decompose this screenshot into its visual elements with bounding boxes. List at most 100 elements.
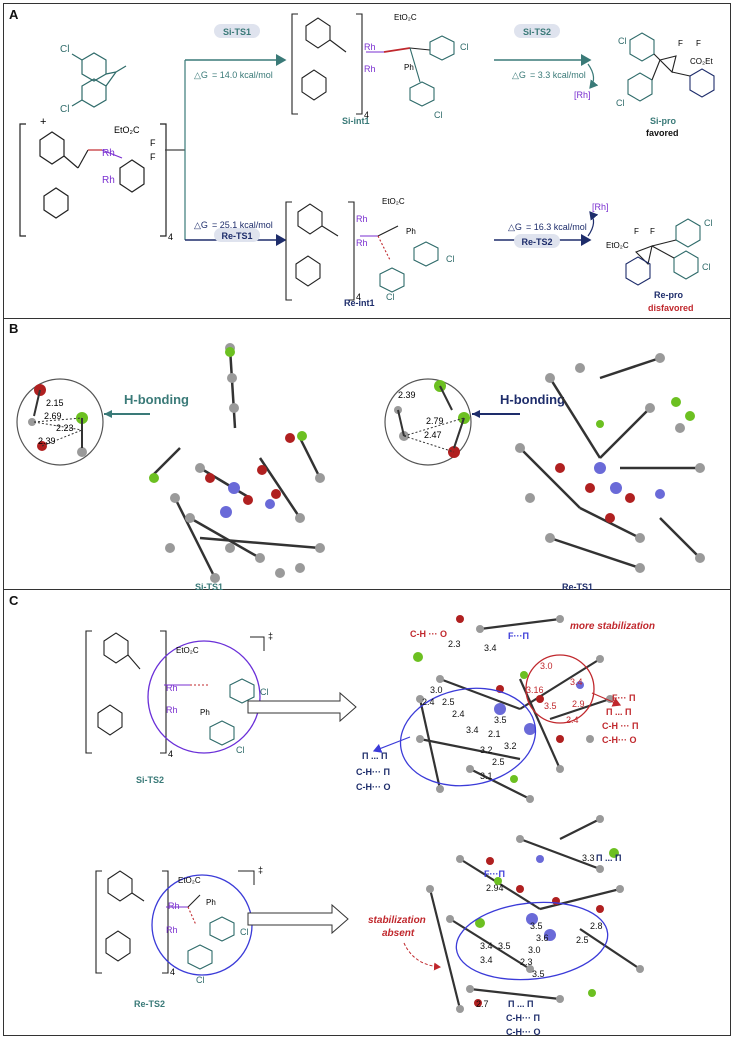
re-pro-label: Re-pro bbox=[654, 290, 684, 300]
re-pi-pi-top: Π ... Π bbox=[596, 853, 622, 863]
si-top-f-pi: F···Π bbox=[508, 631, 529, 641]
re-int1-ester: EtO₂C bbox=[382, 197, 405, 206]
subscript-4-re: 4 bbox=[356, 292, 361, 302]
panel-c-structures: Rh Rh EtO₂C Ph Cl Cl 4 ‡ Si-TS2 more sta… bbox=[85, 615, 655, 1037]
si-r-5: 3.5 bbox=[544, 701, 557, 711]
left-dist-4: 2.39 bbox=[38, 436, 56, 446]
si-ts2-blue-ellipse bbox=[399, 687, 537, 787]
si-ts1-dg-prefix: △G bbox=[194, 70, 208, 80]
re-d-1: 2.94 bbox=[486, 883, 504, 893]
re-int1-ph: Ph bbox=[406, 227, 416, 236]
si-d-4: 2.4 bbox=[422, 697, 435, 707]
re-bottom-label-2: C-H··· Π bbox=[506, 1013, 540, 1023]
si-ts2-red-circle bbox=[525, 654, 595, 724]
si-r-4: 2.9 bbox=[572, 699, 585, 709]
si-int1-rh1: Rh bbox=[364, 42, 376, 52]
re-d-8: 2.8 bbox=[590, 921, 603, 931]
plus-sign: + bbox=[40, 116, 46, 128]
si-pro-label: Si-pro bbox=[650, 116, 677, 126]
si-pro-cl2: Cl bbox=[616, 98, 625, 108]
si-r-1: 3.0 bbox=[540, 661, 553, 671]
si-int1-label: Si-int1 bbox=[342, 116, 370, 126]
re-ts2-structure bbox=[95, 870, 235, 974]
re-ts2-pill bbox=[514, 234, 560, 248]
re-ts2-ph: Ph bbox=[206, 898, 216, 907]
hbond-left-label: H-bonding bbox=[124, 392, 189, 407]
si-ts2-rh1: Rh bbox=[166, 683, 178, 693]
si-d-5: 2.5 bbox=[442, 697, 455, 707]
subscript-4-si: 4 bbox=[364, 110, 369, 120]
hbond-right-label: H-bonding bbox=[500, 392, 565, 407]
si-ts2-label: Si-TS2 bbox=[523, 27, 551, 37]
si-ts2-dagger: ‡ bbox=[268, 631, 273, 641]
si-ts2-cl2: Cl bbox=[236, 745, 245, 755]
re-ts1-caption: Re-TS1 bbox=[562, 582, 593, 592]
si-ts2-highlight-circle bbox=[147, 640, 261, 754]
si-right-label-1: F··· Π bbox=[612, 693, 636, 703]
re-ts2-cl2: Cl bbox=[196, 975, 205, 985]
re-pro-cl2: Cl bbox=[702, 262, 711, 272]
si-ts2-cl1: Cl bbox=[260, 687, 269, 697]
si-ts2-rh2: Rh bbox=[166, 705, 178, 715]
re-bottom-label-3: C-H··· O bbox=[506, 1027, 541, 1037]
divider-b-c bbox=[3, 589, 731, 590]
si-ts2-ester: EtO₂C bbox=[176, 646, 199, 655]
left-dist-3: 2.23 bbox=[56, 423, 74, 433]
re-bottom-label-1: Π ... Π bbox=[508, 999, 534, 1009]
re-ts1-pill bbox=[214, 228, 260, 242]
si-r-2: 3.4 bbox=[570, 677, 583, 687]
si-d-11: 3.2 bbox=[504, 741, 517, 751]
re-ts2-dg-prefix: △G bbox=[508, 222, 522, 232]
si-ts2-dg: = 3.3 kcal/mol bbox=[530, 70, 586, 80]
re-f-pi: F···Π bbox=[484, 869, 505, 879]
si-d-8: 3.5 bbox=[494, 715, 507, 725]
re-ts2-label: Re-TS2 bbox=[521, 237, 552, 247]
si-ts1-model bbox=[149, 343, 325, 583]
panel-a-scheme: Cl Cl + EtO₂C F F Rh Rh 4 Si-TS1 △G = 14… bbox=[19, 13, 715, 313]
si-d-12: 2.5 bbox=[492, 757, 505, 767]
re-int1-cl2: Cl bbox=[386, 292, 395, 302]
si-d-2: 3.4 bbox=[484, 643, 497, 653]
re-int1-label: Re-int1 bbox=[344, 298, 375, 308]
re-d-2: 3.3 bbox=[582, 853, 595, 863]
si-pro-cl1: Cl bbox=[618, 36, 627, 46]
right-dist-2: 2.79 bbox=[426, 416, 444, 426]
reactant-diarylethylene bbox=[71, 52, 127, 108]
re-int1-cl1: Cl bbox=[446, 254, 455, 264]
re-rh-release: [Rh] bbox=[592, 202, 609, 212]
si-ts2-sub4: 4 bbox=[168, 749, 173, 759]
si-pro-f: F bbox=[678, 39, 683, 48]
re-pro-disfavored: disfavored bbox=[648, 303, 694, 313]
si-left-label-3: C-H··· O bbox=[356, 782, 391, 792]
re-ts2-cl1: Cl bbox=[240, 927, 249, 937]
re-ts2-blue-ellipse bbox=[455, 901, 609, 981]
re-d-9: 2.5 bbox=[576, 935, 589, 945]
re-pro-f2: F bbox=[650, 227, 655, 236]
re-ts1-dg-prefix: △G bbox=[194, 220, 208, 230]
si-ts2-caption: Si-TS2 bbox=[136, 775, 164, 785]
re-ts1-model bbox=[515, 353, 705, 573]
re-d-7: 3.5 bbox=[532, 969, 545, 979]
re-pro-cl1: Cl bbox=[704, 218, 713, 228]
si-int1-structure bbox=[291, 13, 455, 115]
catalyst-ester: EtO₂C bbox=[114, 125, 140, 135]
si-d-1: 2.3 bbox=[448, 639, 461, 649]
si-d-3: 3.0 bbox=[430, 685, 443, 695]
re-d-3: 3.5 bbox=[530, 921, 543, 931]
si-pro-structure bbox=[627, 32, 715, 102]
si-right-label-2: Π ... Π bbox=[606, 707, 632, 717]
catalyst-f2: F bbox=[150, 152, 156, 162]
si-ts1-label: Si-TS1 bbox=[223, 27, 251, 37]
re-ts2-ester: EtO₂C bbox=[178, 876, 201, 885]
re-ts2-rh1: Rh bbox=[168, 901, 180, 911]
carbene-bracket bbox=[19, 123, 167, 237]
si-int1-ph: Ph bbox=[404, 63, 414, 72]
si-left-label-1: Π ... Π bbox=[362, 751, 388, 761]
left-dist-2: 2.69 bbox=[44, 411, 62, 421]
re-ts2-dg: = 16.3 kcal/mol bbox=[526, 222, 587, 232]
si-ts2-pill bbox=[514, 24, 560, 38]
re-pro-ester: EtO₂C bbox=[606, 241, 629, 250]
re-ts1-inset bbox=[384, 378, 472, 466]
si-ts1-caption: Si-TS1 bbox=[195, 582, 223, 592]
si-r-6: 2.4 bbox=[566, 715, 579, 725]
